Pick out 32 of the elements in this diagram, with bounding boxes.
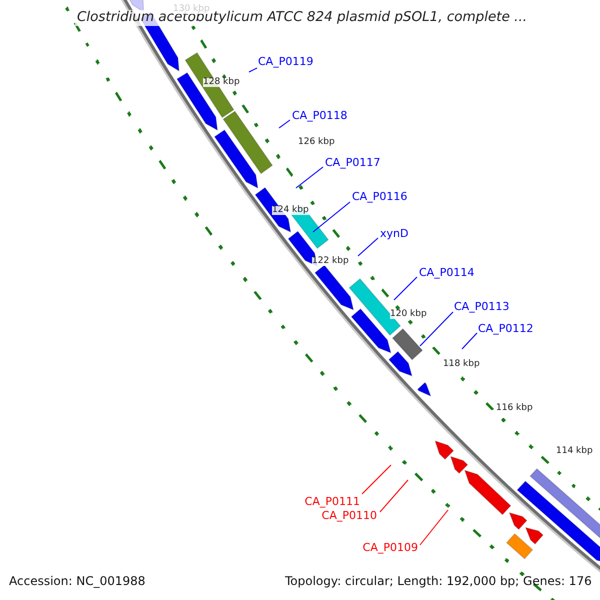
gene-label: CA_P0117 — [325, 157, 380, 168]
leader-line — [420, 312, 454, 346]
leader-line — [296, 166, 324, 188]
gene-label: CA_P0119 — [258, 56, 314, 67]
leader-line — [358, 238, 378, 256]
gene-label: CA_P0113 — [454, 301, 510, 312]
leader-line — [380, 480, 408, 512]
tick-label: 116 kbp — [496, 404, 533, 413]
gene-label: CA_P0111 — [304, 496, 360, 507]
gene-label: CA_P0114 — [419, 267, 474, 278]
gene-label: xynD — [380, 228, 408, 239]
tick-label: 126 kbp — [298, 138, 335, 147]
tick-label: 124 kbp — [272, 206, 309, 215]
leader-line — [394, 276, 418, 300]
gene-label: CA_P0112 — [478, 323, 534, 334]
leader-line — [278, 120, 290, 128]
leader-line — [312, 202, 350, 232]
leader-line — [420, 510, 448, 546]
leader-line — [362, 464, 392, 494]
tick-label: 122 kbp — [312, 257, 349, 266]
gene-label: CA_P0109 — [362, 542, 418, 553]
tick-label: 118 kbp — [443, 360, 480, 369]
leader-line — [248, 68, 258, 72]
gene-label: CA_P0118 — [292, 110, 348, 121]
topology-text: Topology: circular; Length: 192,000 bp; Genes: 176 — [285, 575, 592, 587]
gene-label: CA_P0110 — [322, 510, 377, 521]
accession-text: Accession: NC_001988 — [9, 575, 146, 587]
tick-label: 120 kbp — [390, 310, 427, 319]
tick-label: 128 kbp — [203, 78, 240, 87]
tick-label: 114 kbp — [556, 447, 593, 456]
gene-label: CA_P0116 — [352, 191, 408, 202]
leader-line — [462, 332, 478, 350]
